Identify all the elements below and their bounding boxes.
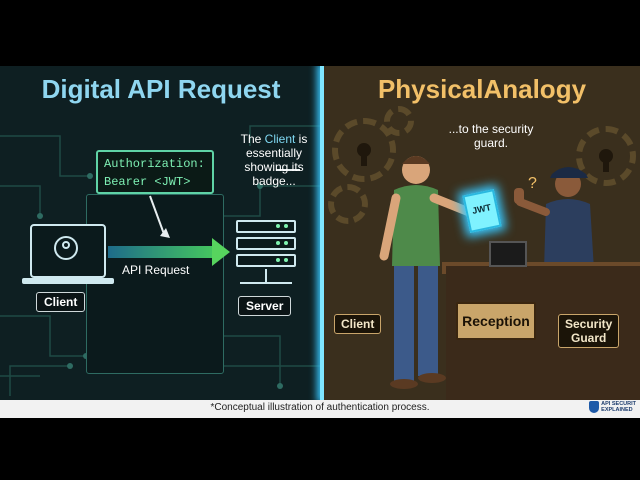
physical-title: PhysicalAnalogy: [377, 74, 587, 104]
client-person-figure: [379, 156, 479, 389]
brand-logo: API SECURIT EXPLAINED: [589, 401, 636, 413]
guard-label-line2: Guard: [571, 331, 607, 345]
digital-panel: Digital API Request Authorization: Beare…: [0, 66, 322, 400]
client-label-digital: Client: [36, 292, 86, 312]
keyhole-icon: [357, 143, 613, 172]
monitor-icon: [489, 241, 527, 267]
api-request-arrow: [108, 246, 216, 258]
client-label-physical: Client: [334, 314, 382, 334]
arrow-head-icon: [212, 238, 230, 266]
bubble-highlight: Client: [264, 132, 296, 146]
comparison-illustration: Digital API Request Authorization: Beare…: [0, 66, 640, 418]
svg-text:?: ?: [528, 175, 537, 192]
digital-title: Digital API Request: [41, 74, 281, 104]
security-guard-label: Security Guard: [558, 314, 620, 348]
reception-sign: Reception: [456, 302, 536, 340]
badge-explanation-text: The Client is essentially showing its ba…: [228, 132, 320, 188]
bubble-suffix: is essentially showing its badge...: [244, 132, 308, 188]
laptop-icon: [30, 224, 106, 278]
laptop-base: [22, 278, 114, 284]
gear-icon: [384, 106, 414, 136]
footnote-caption: *Conceptual illustration of authenticati…: [210, 402, 430, 413]
brand-logo-text: API SECURIT EXPLAINED: [601, 401, 636, 413]
auth-header-name: Authorization:: [104, 157, 205, 171]
arrow-icon: [149, 169, 300, 238]
physical-panel: PhysicalAnalogy ...to the security guard…: [324, 66, 640, 400]
server-label: Server: [238, 296, 292, 316]
cpu-chip: [86, 194, 224, 374]
guard-speech-text: ...to the security guard.: [448, 122, 534, 150]
api-request-label: API Request: [122, 263, 190, 277]
user-icon: [54, 236, 78, 260]
authorization-header-box: Authorization: Bearer <JWT>: [96, 150, 214, 194]
shield-icon: [589, 401, 600, 413]
panel-divider: [320, 66, 325, 400]
gear-icon: [332, 118, 396, 182]
gear-icon: [328, 184, 368, 224]
auth-header-value: Bearer <JWT>: [104, 175, 191, 189]
security-guard-figure: ?: [514, 167, 594, 270]
bubble-prefix: The: [240, 132, 265, 146]
caption-bar: [0, 400, 640, 418]
gear-icon: [576, 126, 636, 186]
guard-label-line1: Security: [565, 317, 613, 331]
